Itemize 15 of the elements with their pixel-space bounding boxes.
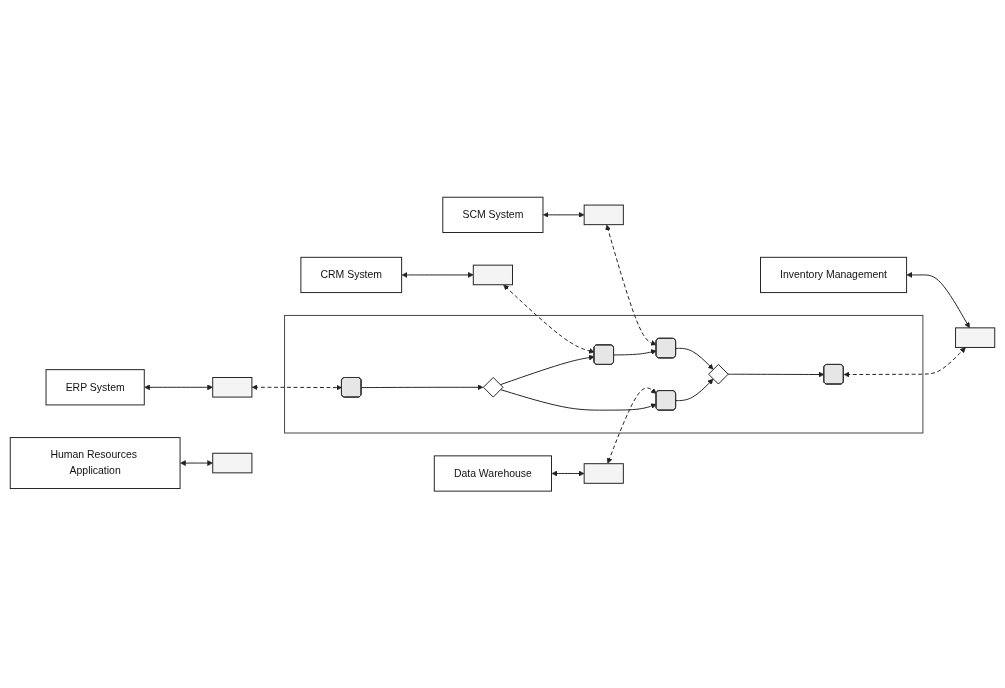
node-box: Data Warehouse [433,455,552,492]
node-diamond [482,376,504,398]
node-box: Inventory Management [760,256,908,293]
node-box: SCM System [442,196,544,233]
node-box: Human Resources Application [9,436,181,489]
node-box [583,463,624,484]
node-box [583,204,624,225]
node-box: CRM System [300,256,403,293]
node-box [212,452,253,474]
node-box [212,376,253,398]
node-box [472,264,513,286]
node-box [955,327,996,348]
node-diamond [708,363,729,385]
cluster [284,314,924,434]
node-box: ERP System [45,368,145,406]
